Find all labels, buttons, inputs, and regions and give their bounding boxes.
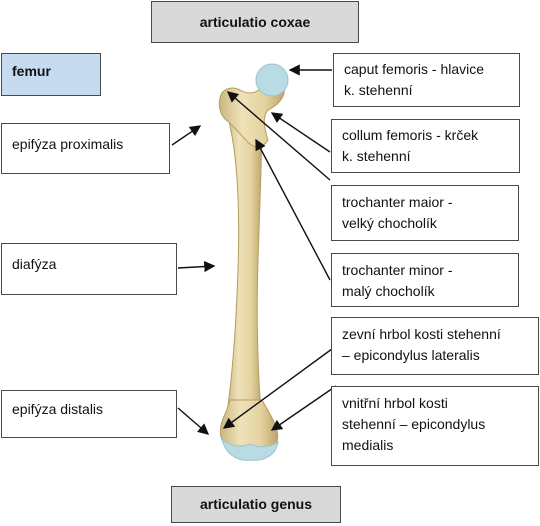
arrow-troch-minor [255,138,331,281]
arrow-epi-lat [222,345,337,429]
bone-title-box: femur [1,53,101,96]
bone-title: femur [12,63,51,79]
label-caput-femoris: caput femoris - hlavice k. stehenní [333,53,520,107]
label-trochanter-minor: trochanter minor - malý chocholík [331,253,519,307]
label-diafyza: diafýza [1,243,177,295]
arrow-diafyza [177,260,216,273]
femur-shaft [225,109,263,425]
joint-box-genus: articulatio genus [171,486,341,523]
arrow-epi-prox [171,125,202,146]
arrow-troch-major [226,91,331,181]
label-collum-femoris: collum femoris - krček k. stehenní [331,119,520,173]
arrow-collum [270,112,331,153]
joint-box-coxae: articulatio coxae [151,1,359,43]
femoral-head [255,63,289,97]
label-epicondylus-lateralis: zevní hrbol kosti stehenní – epicondylus… [331,317,539,375]
joint-label-coxae: articulatio coxae [199,13,311,30]
label-trochanter-maior: trochanter maior - velký chocholík [331,185,519,241]
arrow-epi-med [270,385,337,431]
label-epicondylus-medialis: vnitřní hrbol kosti stehenní – epicondyl… [331,386,539,466]
label-epifyza-proximalis: epifýza proximalis [1,123,170,174]
arrow-epi-dist [177,407,210,435]
label-epifyza-distalis: epifýza distalis [1,390,177,438]
distal-cartilage [221,437,279,461]
joint-label-genus: articulatio genus [199,496,313,512]
